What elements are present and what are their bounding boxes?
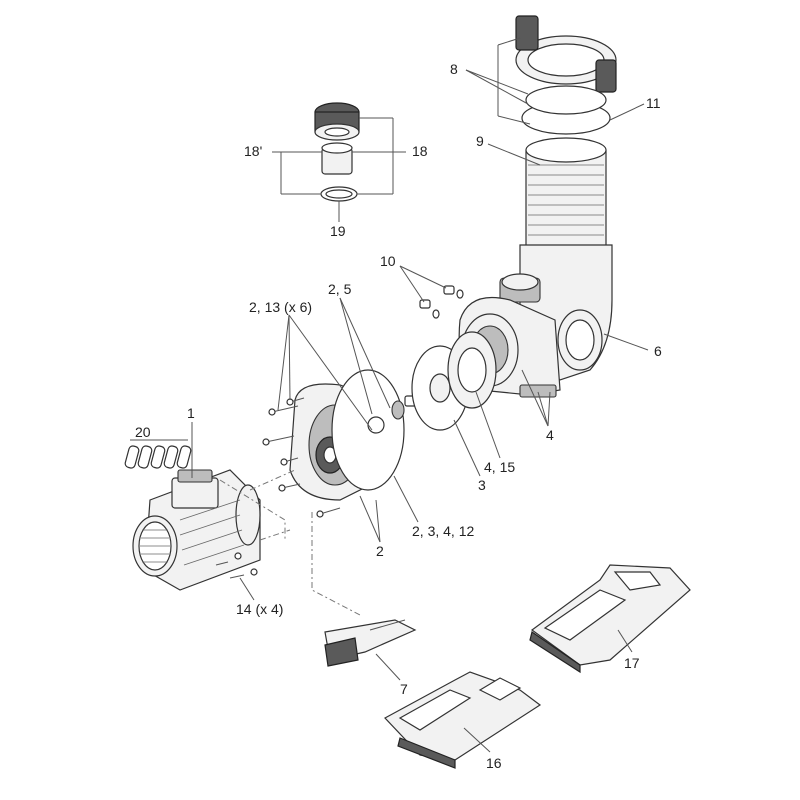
label-2-3-4-12: 2, 3, 4, 12 xyxy=(412,523,474,539)
motor-body-ribs xyxy=(179,499,245,566)
base-16-part xyxy=(384,671,542,769)
label-7: 7 xyxy=(400,681,408,697)
motor-part xyxy=(132,469,261,591)
label-4: 4 xyxy=(546,427,554,443)
motor-fan-grille xyxy=(140,529,170,563)
label-10: 10 xyxy=(380,253,396,269)
foot-screw-part xyxy=(215,552,258,579)
leader-lines xyxy=(130,37,649,753)
motor-support-part xyxy=(324,619,417,667)
label-6: 6 xyxy=(654,343,662,359)
label-18: 18 xyxy=(412,143,428,159)
label-9: 9 xyxy=(476,133,484,149)
assembly-guide-lines xyxy=(219,469,361,616)
base-17-part xyxy=(529,564,691,674)
label-14: 14 (x 4) xyxy=(236,601,283,617)
label-2: 2 xyxy=(376,543,384,559)
label-3: 3 xyxy=(478,477,486,493)
label-2-13: 2, 13 (x 6) xyxy=(249,299,312,315)
label-1: 1 xyxy=(187,405,195,421)
label-17: 17 xyxy=(624,655,640,671)
diffuser-part xyxy=(447,331,497,409)
label-18-prime: 18' xyxy=(244,143,262,159)
part-labels: 8 11 9 18' 18 19 10 2, 5 2, 13 (x 6) 6 1… xyxy=(135,61,662,771)
bolt-set-part xyxy=(262,397,341,518)
label-19: 19 xyxy=(330,223,346,239)
label-2-5: 2, 5 xyxy=(328,281,352,297)
union-kit-part xyxy=(314,102,360,202)
label-20: 20 xyxy=(135,424,151,440)
label-4-15: 4, 15 xyxy=(484,459,515,475)
label-16: 16 xyxy=(486,755,502,771)
label-8: 8 xyxy=(450,61,458,77)
drain-plug-part xyxy=(419,285,464,319)
capacitor-set-part xyxy=(124,445,192,469)
label-11: 11 xyxy=(646,95,661,111)
seal-plate-part xyxy=(289,369,405,501)
